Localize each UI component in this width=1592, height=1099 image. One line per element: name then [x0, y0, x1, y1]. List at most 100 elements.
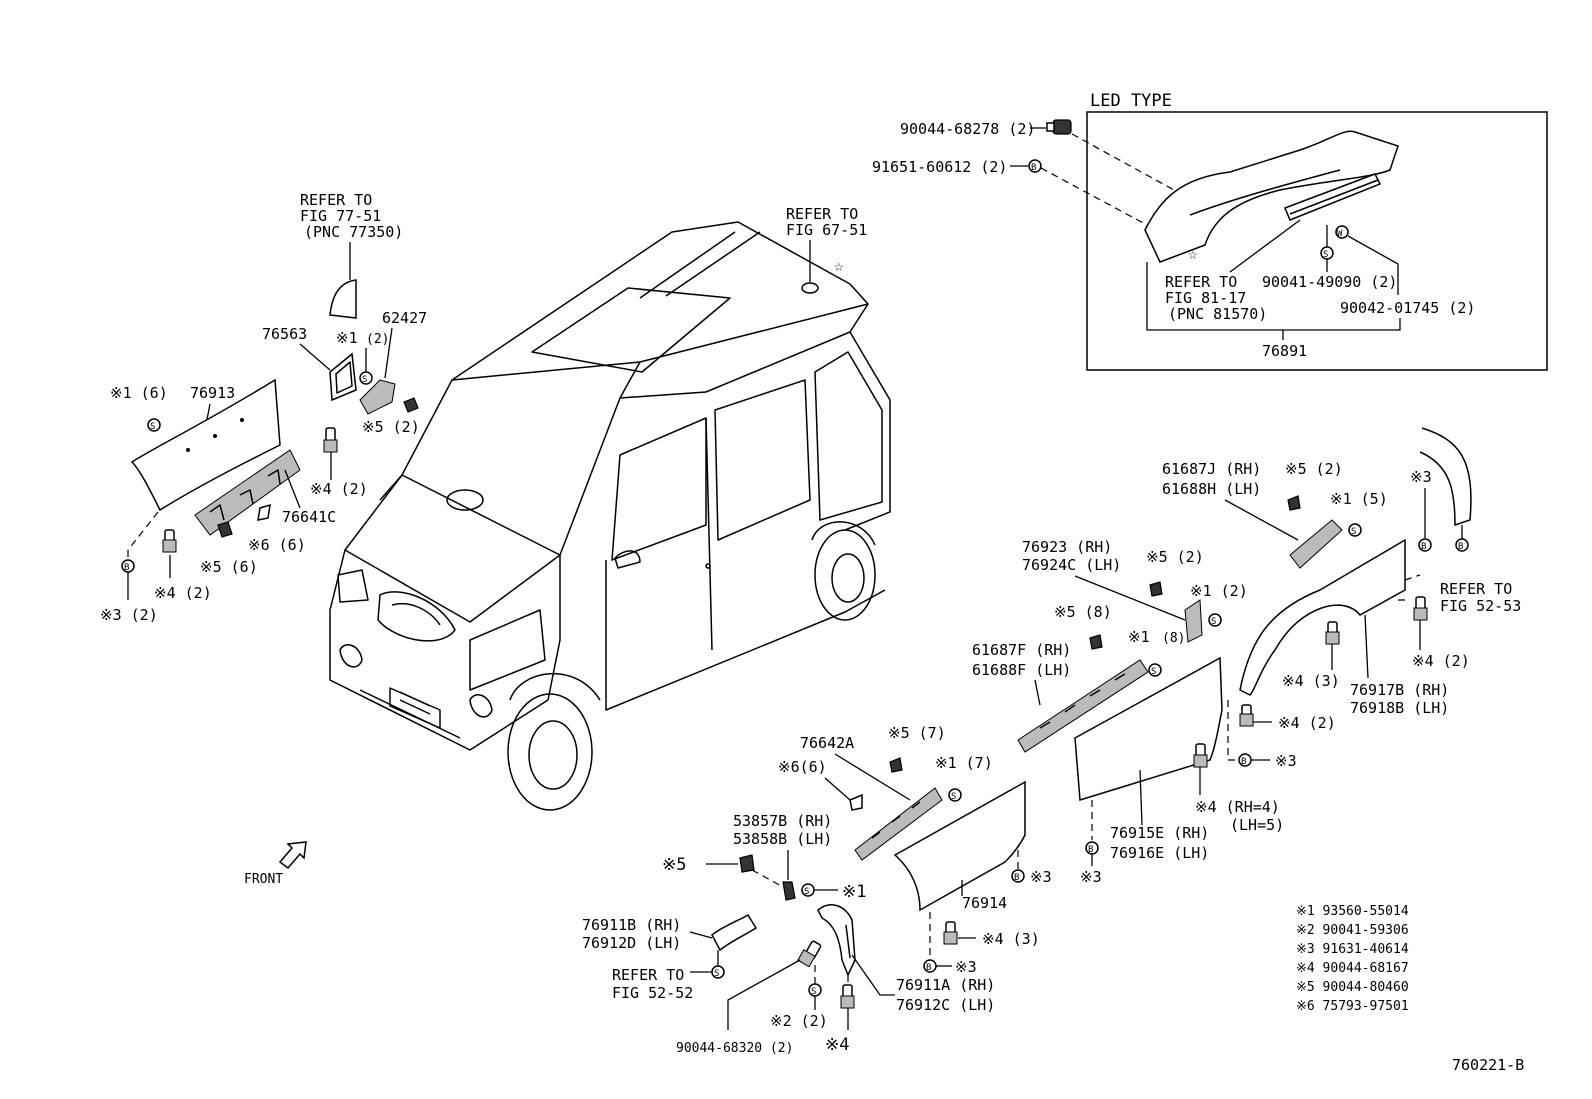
screw-symbol-front-1[interactable]: S [948, 788, 962, 802]
bolt-symbol-rear[interactable]: B [121, 559, 135, 573]
bolt-symbol-front-1[interactable]: B [1011, 869, 1025, 883]
bolt-symbol-front-2[interactable]: B [923, 959, 937, 973]
clip-90044-68278-label: 90044-68278 (2) [900, 120, 1035, 138]
front-direction-arrow: FRONT [244, 841, 307, 887]
s3b-label: ※3 [1275, 752, 1297, 770]
s5-6-label: ※5 (6) [200, 558, 258, 576]
screw-symbol-led[interactable]: S [1320, 246, 1334, 260]
p76917b-label: 76917B (RH) [1350, 681, 1449, 699]
clip-front-s4b[interactable] [840, 984, 855, 1009]
clip-right-s4d[interactable] [1193, 743, 1208, 768]
legend-2: ※2 90041-59306 [1296, 923, 1409, 938]
clip-front-s6[interactable] [849, 793, 863, 811]
clip-rear-s5b[interactable] [217, 521, 233, 538]
right-group: 61687J (RH) 61688H (LH) ※5 (2) ※1 (5) S … [972, 427, 1521, 886]
bolt-symbol-right-2[interactable]: B [1455, 538, 1469, 552]
bolt-symbol-right-4[interactable]: B [1085, 841, 1099, 855]
s4-lh-label: (LH=5) [1230, 816, 1284, 834]
s5-2-label: ※5 (2) [362, 418, 420, 436]
s1-6-label: ※1 (6) [110, 384, 168, 402]
screw-symbol-rear-1[interactable]: S [359, 371, 373, 385]
p76923-label: 76923 (RH) [1022, 538, 1112, 556]
screw-symbol-front-3[interactable]: S [711, 965, 725, 979]
bolt-symbol[interactable]: B [1028, 159, 1042, 173]
clip-right-s4a[interactable] [1413, 596, 1428, 621]
clip-right-s5c[interactable] [1089, 634, 1103, 650]
bolt-symbol-right-1[interactable]: B [1418, 538, 1432, 552]
s4-rh-label: ※4 (RH=4) [1195, 798, 1280, 816]
clip-rear-s6[interactable] [257, 503, 271, 521]
bolt-91651-60612-label: 91651-60612 (2) [872, 158, 1007, 176]
bracket-61687f[interactable] [1017, 659, 1149, 753]
svg-text:B: B [1088, 845, 1093, 855]
front-arrow-icon [278, 841, 307, 870]
s3c-label: ※3 [1080, 868, 1102, 886]
s1-2-right-label: ※1 (2) [1190, 582, 1248, 600]
s1-2-label: ※1 [336, 329, 358, 347]
p76912c-label: 76912C (LH) [896, 996, 995, 1014]
p61688h-label: 61688H (LH) [1162, 480, 1261, 498]
bolt-symbol-right-3[interactable]: B [1238, 753, 1252, 767]
back-door-bracket-76641c[interactable] [194, 449, 301, 536]
screw-symbol-front-2[interactable]: S [801, 883, 815, 897]
screw-symbol-right-2[interactable]: S [1208, 613, 1222, 627]
s5-2-right-label: ※5 (2) [1285, 460, 1343, 478]
led-type-section: LED TYPE 90044-68278 (2) 91651-60612 (2)… [872, 91, 1548, 371]
screw-symbol-front-4[interactable]: S [808, 983, 822, 997]
screw-symbol-right-1[interactable]: S [1348, 523, 1362, 537]
refer-77-51-line1: REFER TO [300, 191, 372, 209]
back-door-panel-76563[interactable] [329, 352, 357, 402]
p90044-68320-label: 90044-68320 (2) [676, 1041, 793, 1056]
fender-garnish-76911b[interactable] [711, 913, 758, 952]
bracket-76642a[interactable] [854, 787, 943, 861]
assembly-76891-label: 76891 [1262, 342, 1307, 360]
p76913-label: 76913 [190, 384, 235, 402]
s3a-label: ※3 [1410, 468, 1432, 486]
clip-right-s4b[interactable] [1325, 621, 1340, 645]
screw-symbol-rear-2[interactable]: S [147, 418, 161, 432]
star-mark-roof: ☆ [834, 256, 844, 275]
bracket-62427[interactable] [359, 379, 396, 415]
bracket-76923[interactable] [1184, 599, 1203, 643]
s1-8-label: ※1 [1128, 628, 1150, 646]
clip-front-s5b[interactable] [739, 854, 755, 873]
legend-5: ※5 90044-80460 [1296, 980, 1409, 995]
mud-guard-rear[interactable] [1419, 427, 1472, 527]
door-garnish-76914[interactable] [893, 780, 1026, 912]
clip-90044-68278[interactable] [1046, 119, 1072, 135]
screw-symbol-right-3[interactable]: S [1148, 663, 1162, 677]
back-door-garnish-76913[interactable] [130, 378, 281, 512]
s5-2b-label: ※5 (2) [1146, 548, 1204, 566]
clip-rear-s4a[interactable] [323, 427, 338, 453]
p61687f-label: 61687F (RH) [972, 641, 1071, 659]
door-garnish-76915e[interactable] [1074, 656, 1223, 801]
svg-text:S: S [951, 792, 956, 802]
clip-rear-s4b[interactable] [162, 529, 177, 553]
clip-rear-s5[interactable] [403, 397, 419, 413]
svg-text:S: S [714, 969, 719, 979]
p76918b-label: 76918B (LH) [1350, 699, 1449, 717]
rear-window-seal[interactable] [329, 279, 357, 319]
clip-front-s4a[interactable] [943, 921, 958, 945]
refer-77-51-line2: FIG 77-51 [300, 207, 381, 225]
s5-7-label: ※5 (7) [888, 724, 946, 742]
refer-81-17-line2: FIG 81-17 [1165, 289, 1246, 307]
p53858b-label: 53858B (LH) [733, 830, 832, 848]
svg-text:W: W [1337, 229, 1343, 239]
screw-90041-49090-label: 90041-49090 (2) [1262, 273, 1397, 291]
washer-symbol[interactable]: W [1335, 225, 1349, 239]
svg-text:B: B [124, 563, 129, 573]
high-mount-stop-lamp-spoiler[interactable] [1144, 130, 1399, 263]
clip-53857b[interactable] [782, 881, 796, 901]
clip-front-s5a[interactable] [889, 757, 903, 773]
fender-garnish-76911a[interactable] [817, 904, 856, 977]
clip-right-s5b[interactable] [1149, 581, 1163, 597]
refer-81-17-line1: REFER TO [1165, 273, 1237, 291]
clip-right-s4c[interactable] [1239, 704, 1254, 727]
clip-front-s2[interactable] [797, 940, 822, 968]
clip-right-s5a[interactable] [1287, 495, 1301, 511]
bracket-61687j[interactable] [1289, 519, 1343, 569]
p76916e-label: 76916E (LH) [1110, 844, 1209, 862]
front-label: FRONT [244, 872, 283, 887]
rear-fender-garnish-76917b[interactable] [1239, 538, 1406, 696]
